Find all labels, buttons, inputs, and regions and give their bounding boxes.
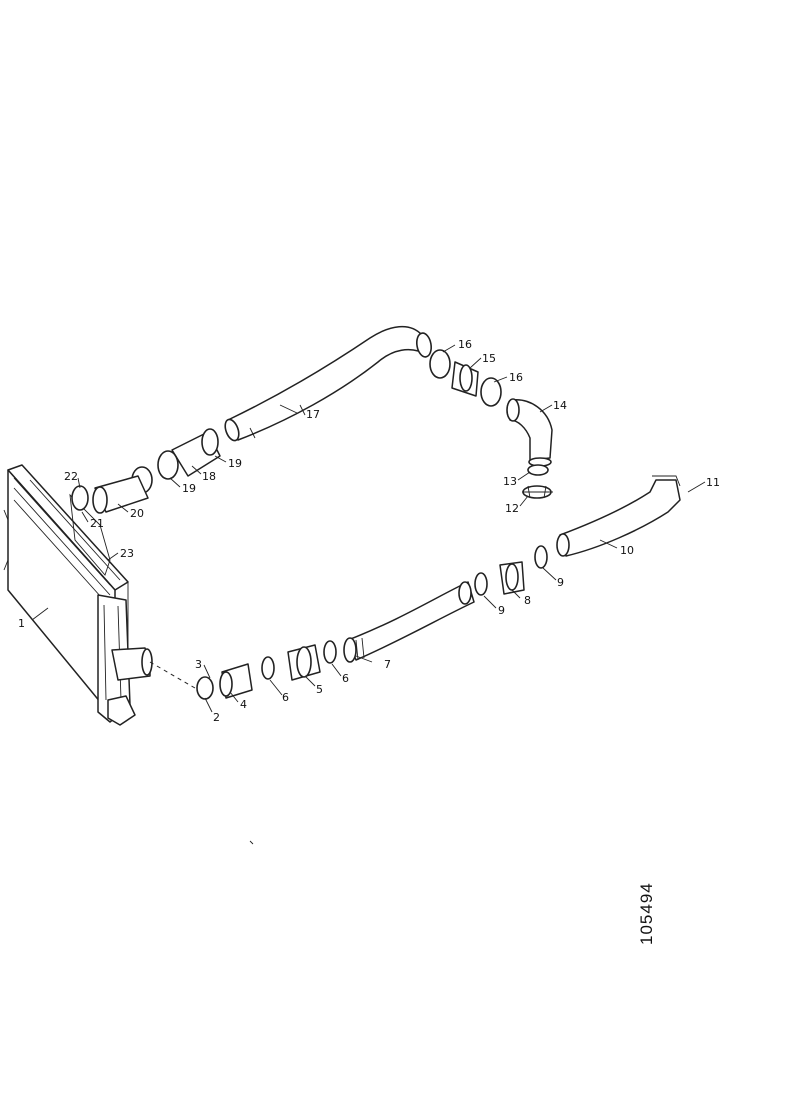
drawing-reference-number: 105494 [637,882,656,945]
callout-16: 16 [458,338,472,351]
callout-6-b: 6 [342,672,349,685]
callout-18: 18 [202,470,216,483]
callout-23: 23 [120,547,134,560]
callout-2: 2 [213,711,220,724]
callout-labels: 1 2 3 4 5 6 6 7 8 9 9 10 11 12 13 14 15 … [18,338,720,724]
callout-12: 12 [505,502,519,515]
gasket-and-clamp [522,464,553,499]
callout-16-b: 16 [509,371,523,384]
callout-22: 22 [64,470,78,483]
left-upper-hose [71,428,221,514]
callout-1: 1 [18,617,25,630]
upper-charge-air-pipe [224,326,433,442]
callout-20: 20 [130,507,144,520]
callout-7: 7 [384,658,391,671]
callout-10: 10 [620,544,634,557]
lower-charge-air-pipe [343,581,475,663]
callout-3: 3 [195,658,202,671]
callout-6: 6 [282,691,289,704]
callout-8: 8 [524,594,531,607]
lower-couplings [196,545,548,700]
callout-21: 21 [90,517,104,530]
intercooler-radiator [3,464,153,726]
lower-right-hose [556,475,681,557]
callout-14: 14 [553,399,567,412]
callout-5: 5 [316,683,323,696]
callout-9: 9 [498,604,505,617]
callout-13: 13 [503,475,517,488]
upper-pipe-clamps [429,349,502,407]
assembly-line [149,661,196,689]
callout-11: 11 [706,476,720,489]
callout-19: 19 [228,457,242,470]
callout-9-b: 9 [557,576,564,589]
callout-15: 15 [482,352,496,365]
callout-19-b: 19 [182,482,196,495]
stray-mark [249,840,254,845]
callout-17: 17 [306,408,320,421]
callout-leaders [31,344,706,713]
callout-4: 4 [240,698,247,711]
